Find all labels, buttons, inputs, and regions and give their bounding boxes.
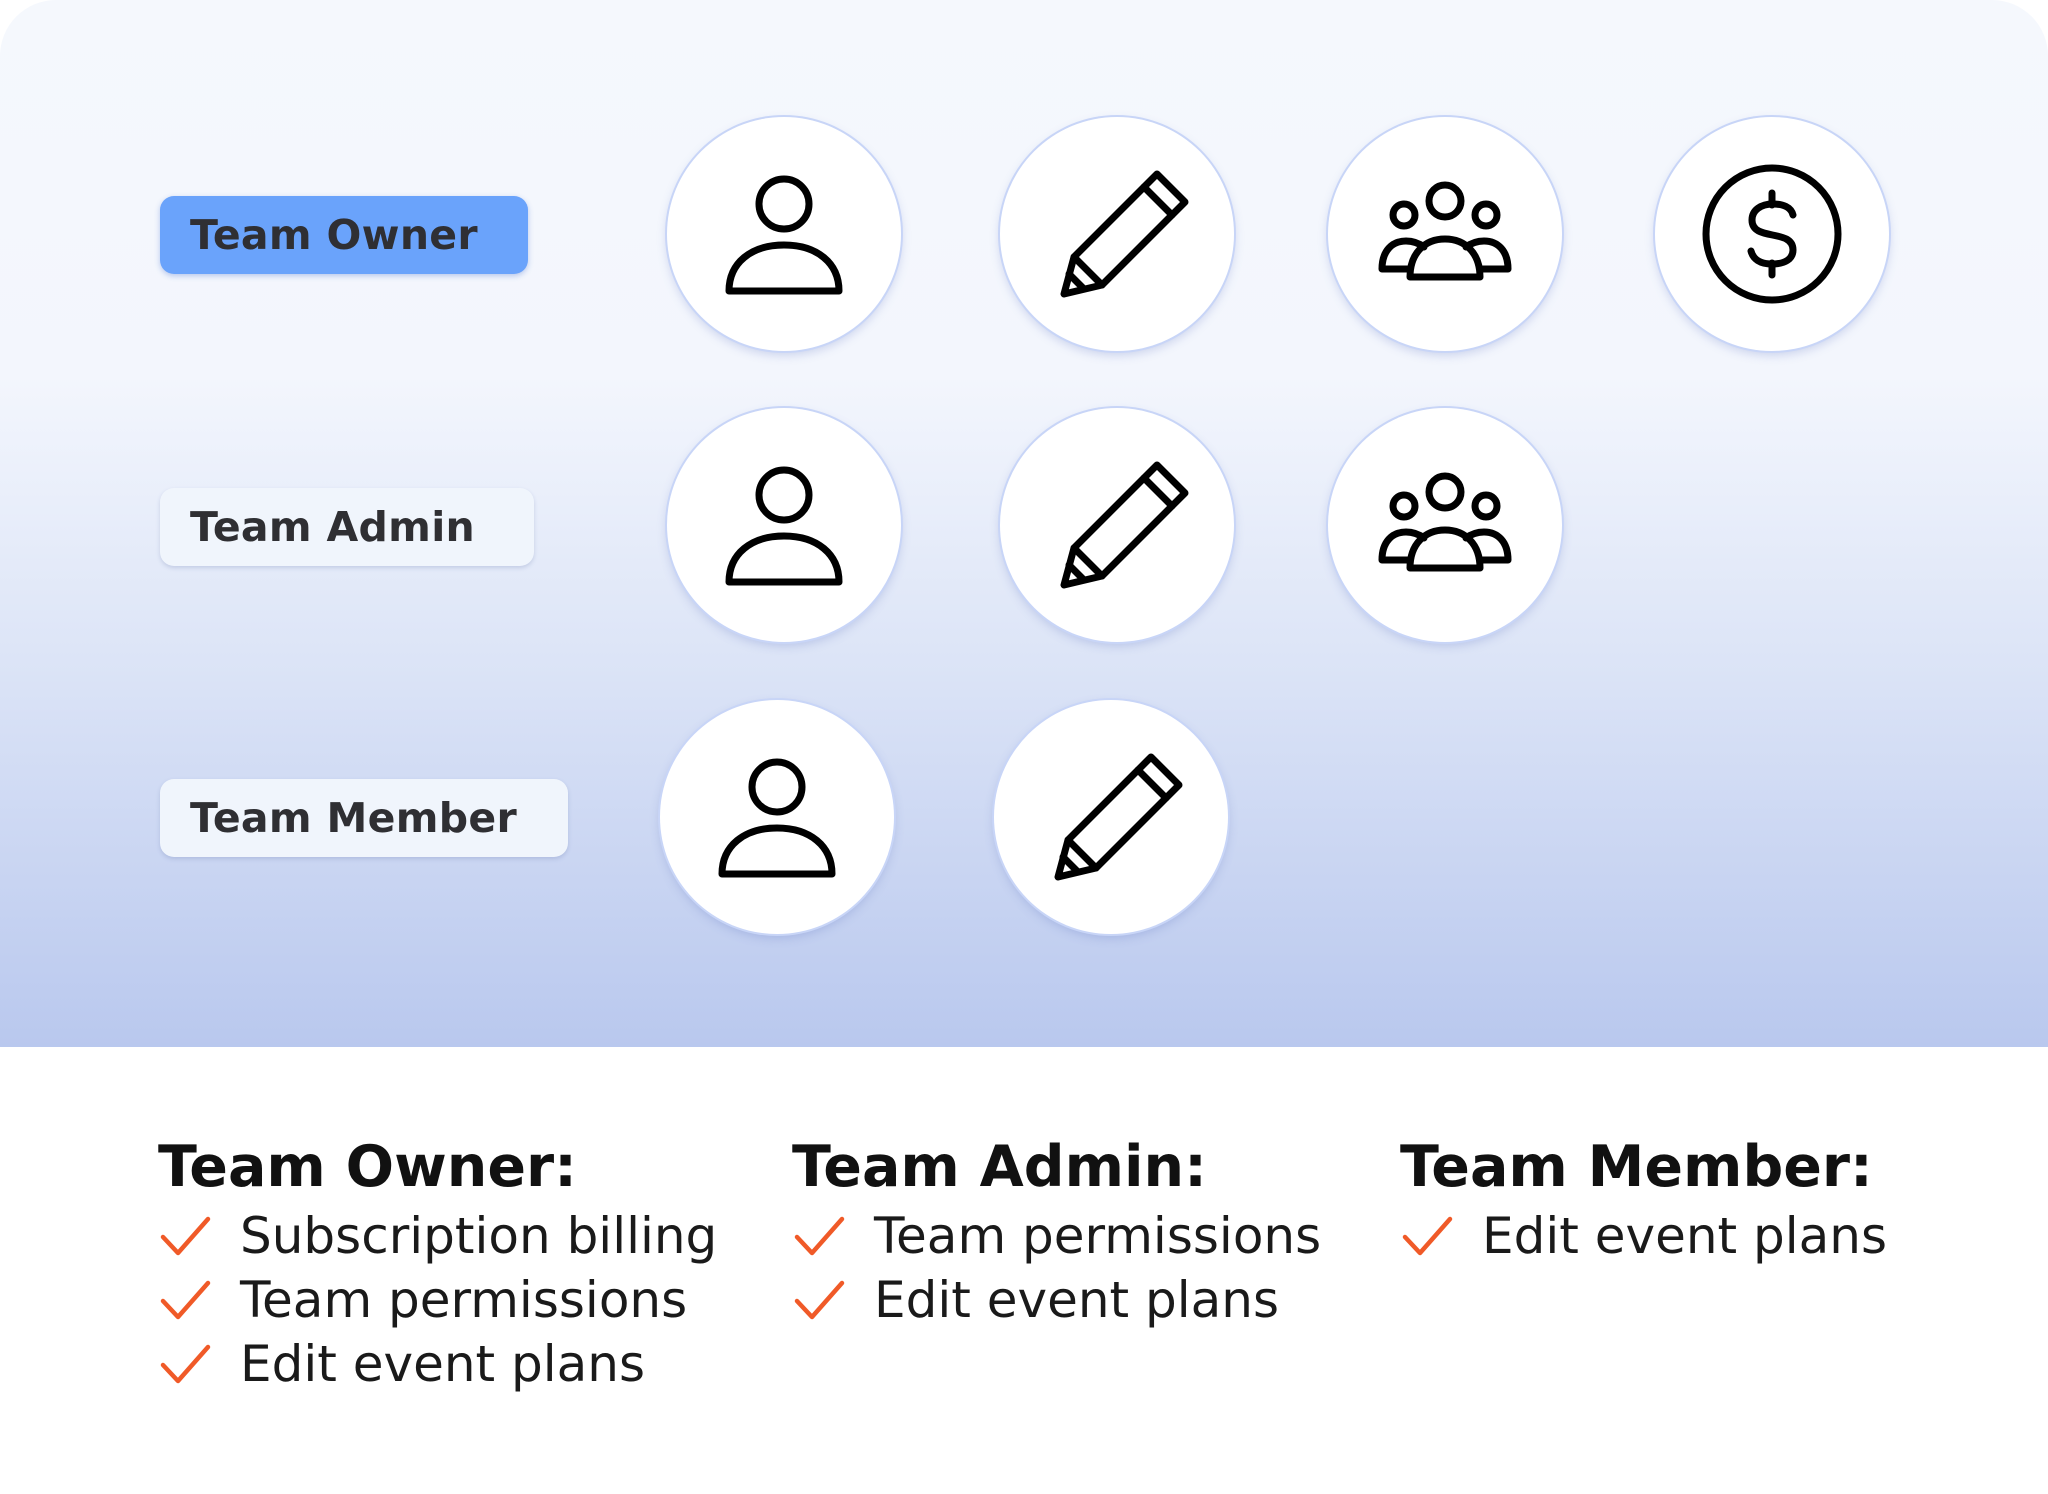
owner-pencil-badge <box>1000 117 1234 351</box>
list-item-label: Subscription billing <box>240 1207 718 1265</box>
member-person-badge <box>660 700 894 934</box>
check-icon <box>158 1209 212 1263</box>
team-admin-pill[interactable]: Team Admin <box>160 488 534 566</box>
list-item: Edit event plans <box>1400 1204 1887 1268</box>
list-item: Edit event plans <box>158 1332 717 1396</box>
group-icon <box>1370 159 1520 309</box>
list-item: Subscription billing <box>158 1204 717 1268</box>
list-item-label: Edit event plans <box>874 1271 1280 1329</box>
admin-pencil-badge <box>1000 408 1234 642</box>
person-icon <box>709 159 859 309</box>
list-item: Team permissions <box>158 1268 717 1332</box>
legend-member-title: Team Member: <box>1400 1134 1873 1200</box>
pencil-icon <box>1042 159 1192 309</box>
list-item-label: Edit event plans <box>1482 1207 1888 1265</box>
legend-member: Team Member: Edit event plans <box>1400 1132 1887 1268</box>
dollar-icon <box>1697 159 1847 309</box>
check-icon <box>1400 1209 1454 1263</box>
list-item: Team permissions <box>792 1204 1321 1268</box>
check-icon <box>158 1273 212 1327</box>
list-item-label: Team permissions <box>240 1271 688 1329</box>
admin-person-badge <box>667 408 901 642</box>
legend-admin-title: Team Admin: <box>792 1134 1207 1200</box>
check-icon <box>158 1337 212 1391</box>
list-item-label: Team permissions <box>874 1207 1322 1265</box>
member-pencil-badge <box>994 700 1228 934</box>
person-icon <box>709 450 859 600</box>
check-icon <box>792 1209 846 1263</box>
list-item: Edit event plans <box>792 1268 1321 1332</box>
pencil-icon <box>1036 742 1186 892</box>
legend-owner: Team Owner: Subscription billing Team pe… <box>158 1132 717 1396</box>
legend-owner-title: Team Owner: <box>158 1134 577 1200</box>
owner-person-badge <box>667 117 901 351</box>
list-item-label: Edit event plans <box>240 1335 646 1393</box>
team-member-pill[interactable]: Team Member <box>160 779 568 857</box>
group-icon <box>1370 450 1520 600</box>
owner-dollar-badge <box>1655 117 1889 351</box>
owner-group-badge <box>1328 117 1562 351</box>
team-owner-pill[interactable]: Team Owner <box>160 196 528 274</box>
role-permissions-panel: Team Owner Team Admin Team Member <box>0 0 2048 1047</box>
check-icon <box>792 1273 846 1327</box>
team-member-label: Team Member <box>190 794 517 842</box>
admin-group-badge <box>1328 408 1562 642</box>
team-owner-label: Team Owner <box>190 211 478 259</box>
person-icon <box>702 742 852 892</box>
pencil-icon <box>1042 450 1192 600</box>
legend-admin: Team Admin: Team permissions Edit event … <box>792 1132 1321 1332</box>
team-admin-label: Team Admin <box>190 503 476 551</box>
